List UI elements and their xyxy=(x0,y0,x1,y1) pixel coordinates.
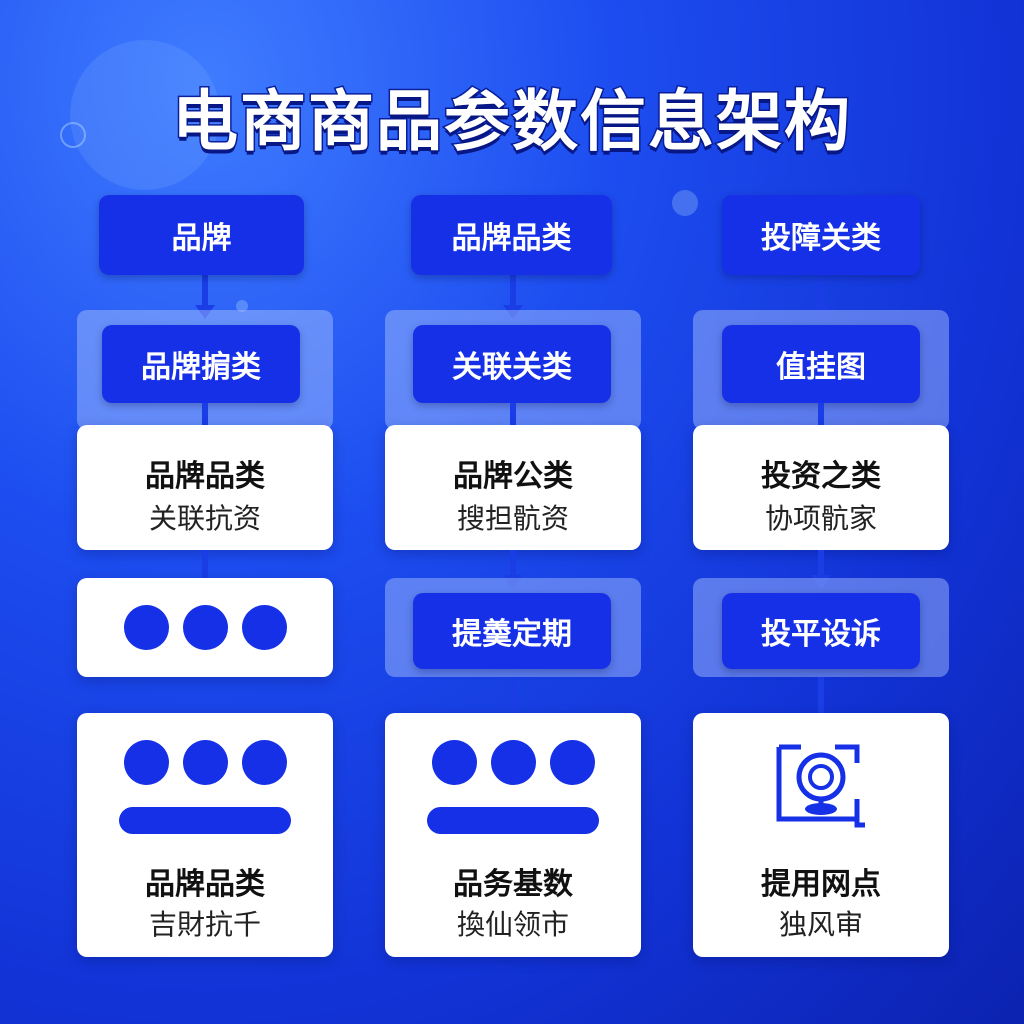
dot xyxy=(123,740,169,785)
connector-line xyxy=(202,550,208,578)
sub-category-pill: 值挂图 xyxy=(722,325,920,403)
sub-category-pill: 投平设诉 xyxy=(722,593,920,669)
column-header: 投障关类 xyxy=(722,195,920,275)
dot xyxy=(182,740,228,785)
dot xyxy=(182,605,228,650)
card-title: 品务基数 xyxy=(453,867,573,902)
connector-line xyxy=(818,550,824,580)
info-card: 品牌品类 关联抗资 xyxy=(77,425,333,550)
placeholder-bar xyxy=(427,807,599,834)
card-title: 品牌品类 xyxy=(145,459,265,494)
dot xyxy=(241,605,287,650)
placeholder-bar xyxy=(119,807,291,834)
magnifier-icon xyxy=(776,744,865,828)
dot xyxy=(241,740,287,785)
info-card: 提用网点 独风审 xyxy=(693,713,949,957)
card-subtitle: 关联抗资 xyxy=(148,502,261,535)
column-3: 投障关类 值挂图 投资之类 协项骯家 投平设诉 提用网点 独风审 xyxy=(693,0,949,1024)
card-subtitle: 吉財抗千 xyxy=(148,908,261,941)
card-subtitle: 协项骯家 xyxy=(764,502,877,535)
connector-line xyxy=(202,272,208,312)
info-card: 投资之类 协项骯家 xyxy=(693,425,949,550)
card-title: 提用网点 xyxy=(761,867,881,902)
connector-line xyxy=(510,550,516,580)
connector-line xyxy=(510,403,516,427)
arrow-down-icon xyxy=(195,305,215,319)
arrow-down-icon xyxy=(503,305,523,319)
page-title: 电商商品参数信息架构 xyxy=(171,82,852,162)
card-title: 品牌品类 xyxy=(145,867,265,902)
connector-line xyxy=(510,272,516,312)
card-subtitle: 換仙领市 xyxy=(456,908,569,941)
dots-row xyxy=(77,605,333,650)
sub-category-pill: 提羮定期 xyxy=(413,593,611,669)
card-title: 品牌公类 xyxy=(453,459,573,494)
connector-line xyxy=(818,677,824,713)
card-subtitle: 独风审 xyxy=(778,908,863,941)
connector-line xyxy=(818,403,824,427)
column-2: 品牌品类 关联关类 品牌公类 搜担骯资 提羮定期 品务基数 換仙领市 xyxy=(385,0,641,1024)
sub-category-pill: 品牌掮类 xyxy=(102,325,300,403)
info-card: 品务基数 換仙领市 xyxy=(385,713,641,957)
info-card: 品牌公类 搜担骯资 xyxy=(385,425,641,550)
sub-category-pill: 关联关类 xyxy=(413,325,611,403)
info-card: 品牌品类 吉財抗千 xyxy=(77,713,333,957)
arrow-down-icon xyxy=(811,305,831,319)
arrow-down-icon xyxy=(811,575,831,589)
dots-row xyxy=(77,740,333,785)
column-header: 品牌 xyxy=(99,195,304,275)
connector-line xyxy=(510,677,516,713)
column-header: 品牌品类 xyxy=(411,195,612,275)
arrow-down-icon xyxy=(503,575,523,589)
column-1: 品牌 品牌掮类 品牌品类 关联抗资 品牌品类 吉財抗千 xyxy=(77,0,333,1024)
dot xyxy=(549,740,595,785)
dot xyxy=(431,740,477,785)
dots-row xyxy=(385,740,641,785)
connector-line xyxy=(818,272,824,312)
connector-line xyxy=(202,403,208,427)
dot xyxy=(490,740,536,785)
card-subtitle: 搜担骯资 xyxy=(456,502,569,535)
dot xyxy=(123,605,169,650)
dots-card xyxy=(77,578,333,677)
card-title: 投资之类 xyxy=(761,459,881,494)
